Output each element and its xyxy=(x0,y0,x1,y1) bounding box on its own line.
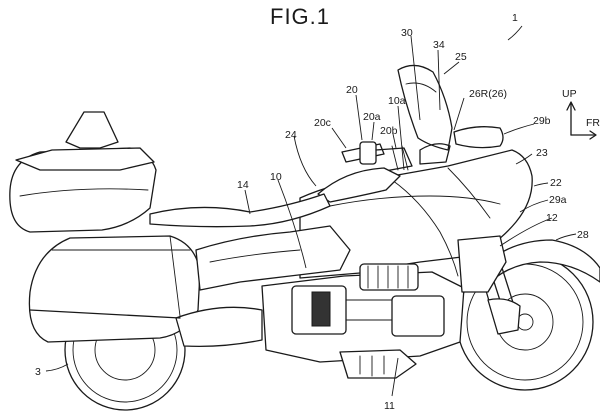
saddlebag xyxy=(28,235,201,343)
label-11: 11 xyxy=(384,400,395,412)
direction-indicator: UP FR xyxy=(562,88,600,140)
fairing-line xyxy=(391,179,459,277)
fuel-tank-cover xyxy=(317,167,401,203)
side-cover xyxy=(195,225,351,291)
figure-title: FIG.1 xyxy=(270,4,330,29)
motorcycle xyxy=(9,64,600,411)
windscreen xyxy=(397,64,453,151)
rear-view-mirror xyxy=(453,126,504,149)
label-14: 14 xyxy=(237,179,249,191)
lower-body-line xyxy=(29,309,181,319)
label-1: 1 xyxy=(512,12,518,24)
label-20a: 20a xyxy=(363,111,381,123)
up-label: UP xyxy=(562,88,577,100)
label-30: 30 xyxy=(401,27,413,39)
label-29b: 29b xyxy=(533,115,551,127)
top-box-backrest xyxy=(65,111,119,149)
label-28: 28 xyxy=(577,229,589,241)
engine xyxy=(261,263,465,379)
top-box xyxy=(9,111,157,233)
label-20b: 20b xyxy=(380,125,398,137)
front-fender xyxy=(467,239,600,291)
label-29a: 29a xyxy=(549,194,567,206)
label-34: 34 xyxy=(433,39,445,51)
label-25: 25 xyxy=(455,51,467,63)
label-22: 22 xyxy=(550,177,562,189)
fr-arrow-head xyxy=(589,130,597,140)
cylinder-head xyxy=(359,263,419,291)
label-24: 24 xyxy=(285,129,297,141)
leader-lines xyxy=(45,25,577,397)
label-23: 23 xyxy=(536,147,548,159)
exhaust-muffler xyxy=(175,306,263,348)
engine-oil-pan xyxy=(339,349,417,379)
radiator-cover xyxy=(457,235,507,293)
label-12: 12 xyxy=(546,212,558,224)
label-10a: 10a xyxy=(388,95,406,107)
label-10: 10 xyxy=(270,171,282,183)
fr-label: FR xyxy=(586,117,600,129)
label-20c: 20c xyxy=(314,117,331,129)
label-26r: 26R(26) xyxy=(469,88,507,100)
label-3: 3 xyxy=(35,366,41,378)
up-arrow-head xyxy=(566,101,576,111)
seat xyxy=(149,193,331,228)
handlebar xyxy=(341,141,451,173)
label-20: 20 xyxy=(346,84,358,96)
reference-labels: 1 30 34 25 20 10a 26R(26) 20a 20c 20b 29… xyxy=(35,12,589,412)
